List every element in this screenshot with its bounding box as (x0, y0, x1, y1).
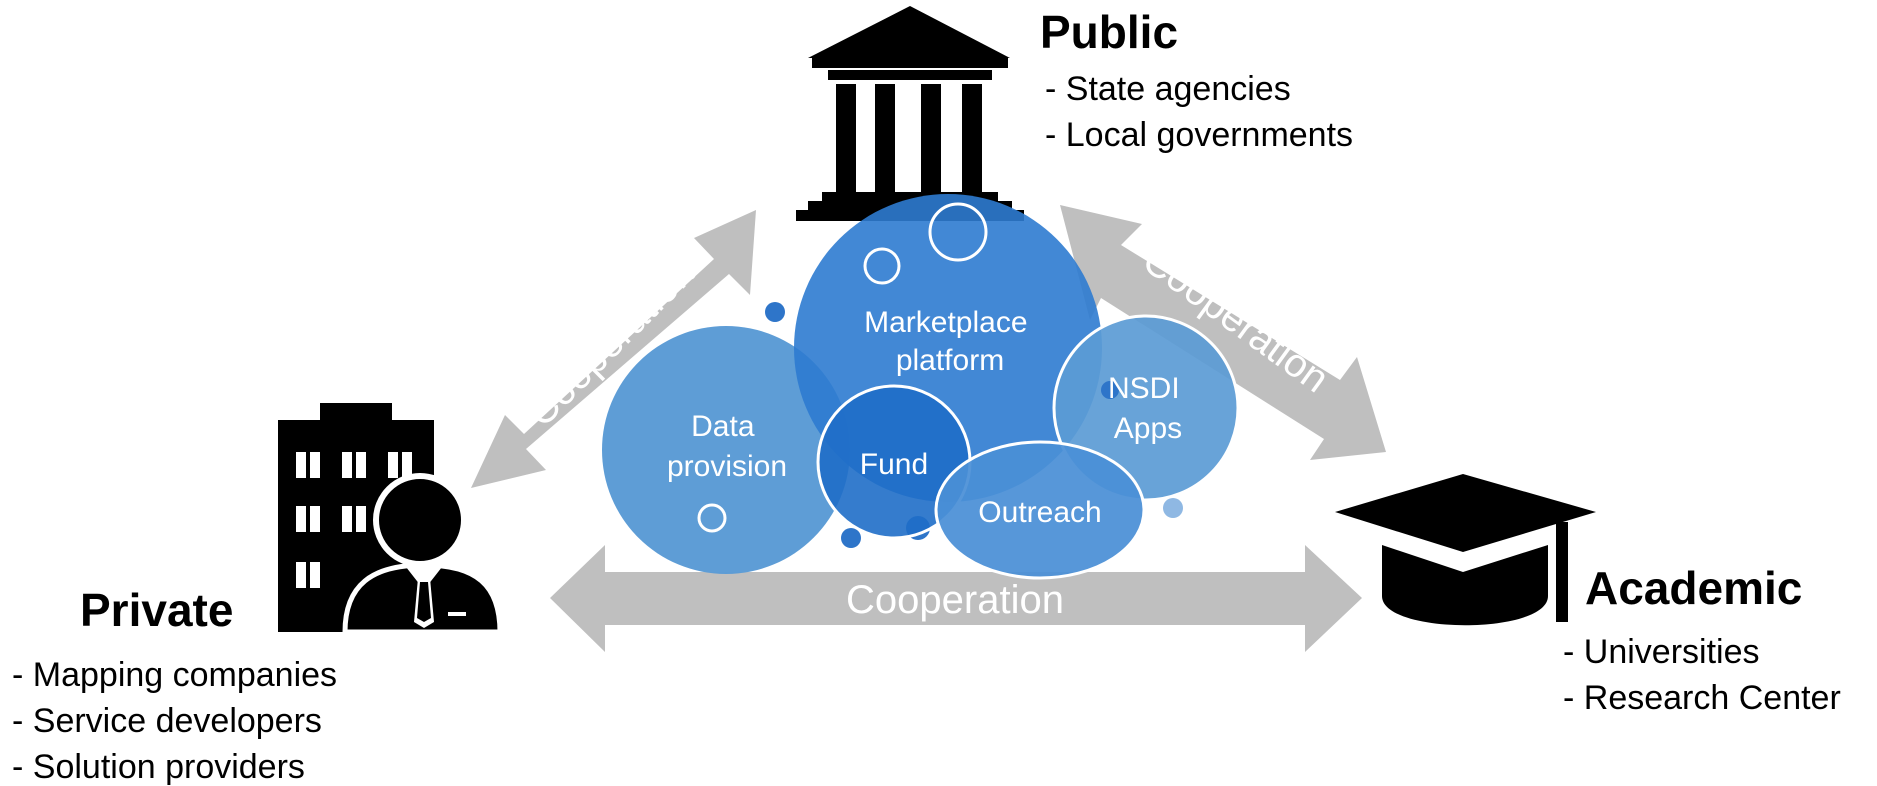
data-provision-bubble (602, 326, 850, 574)
center-bubble-cluster: Marketplace platform Data provision NSDI… (602, 194, 1240, 580)
nsdi-apps-label: NSDI Apps (1108, 372, 1188, 445)
government-building-icon (796, 6, 1024, 221)
fund-label: Fund (860, 448, 928, 481)
outreach-bubble (934, 440, 1146, 580)
academic-title: Academic (1585, 562, 1802, 614)
private-item: - Mapping companies (12, 656, 337, 694)
academic-item: - Universities (1563, 633, 1759, 671)
data-provision-label: Data provision (667, 410, 787, 483)
decorative-dot (1163, 498, 1183, 518)
marketplace-label: Marketplace platform (864, 306, 1036, 377)
public-item: - Local governments (1045, 116, 1353, 154)
graduation-cap-icon (1335, 474, 1596, 626)
private-item: - Solution providers (12, 748, 305, 786)
public-item: - State agencies (1045, 70, 1291, 108)
private-item: - Service developers (12, 702, 322, 740)
decorative-dot (841, 528, 861, 548)
cooperation-arrow-bottom: Cooperation (550, 545, 1362, 652)
decorative-ring (697, 503, 727, 533)
public-title: Public (1040, 6, 1178, 58)
decorative-dot (1101, 381, 1119, 399)
decorative-dot (765, 302, 785, 322)
decorative-ring (863, 247, 901, 285)
outreach-label: Outreach (978, 496, 1101, 529)
private-title: Private (80, 584, 233, 636)
decorative-ring (928, 202, 988, 262)
businessman-icon (342, 473, 503, 635)
arrow-bottom-label: Cooperation (846, 578, 1064, 622)
academic-item: - Research Center (1563, 679, 1841, 717)
